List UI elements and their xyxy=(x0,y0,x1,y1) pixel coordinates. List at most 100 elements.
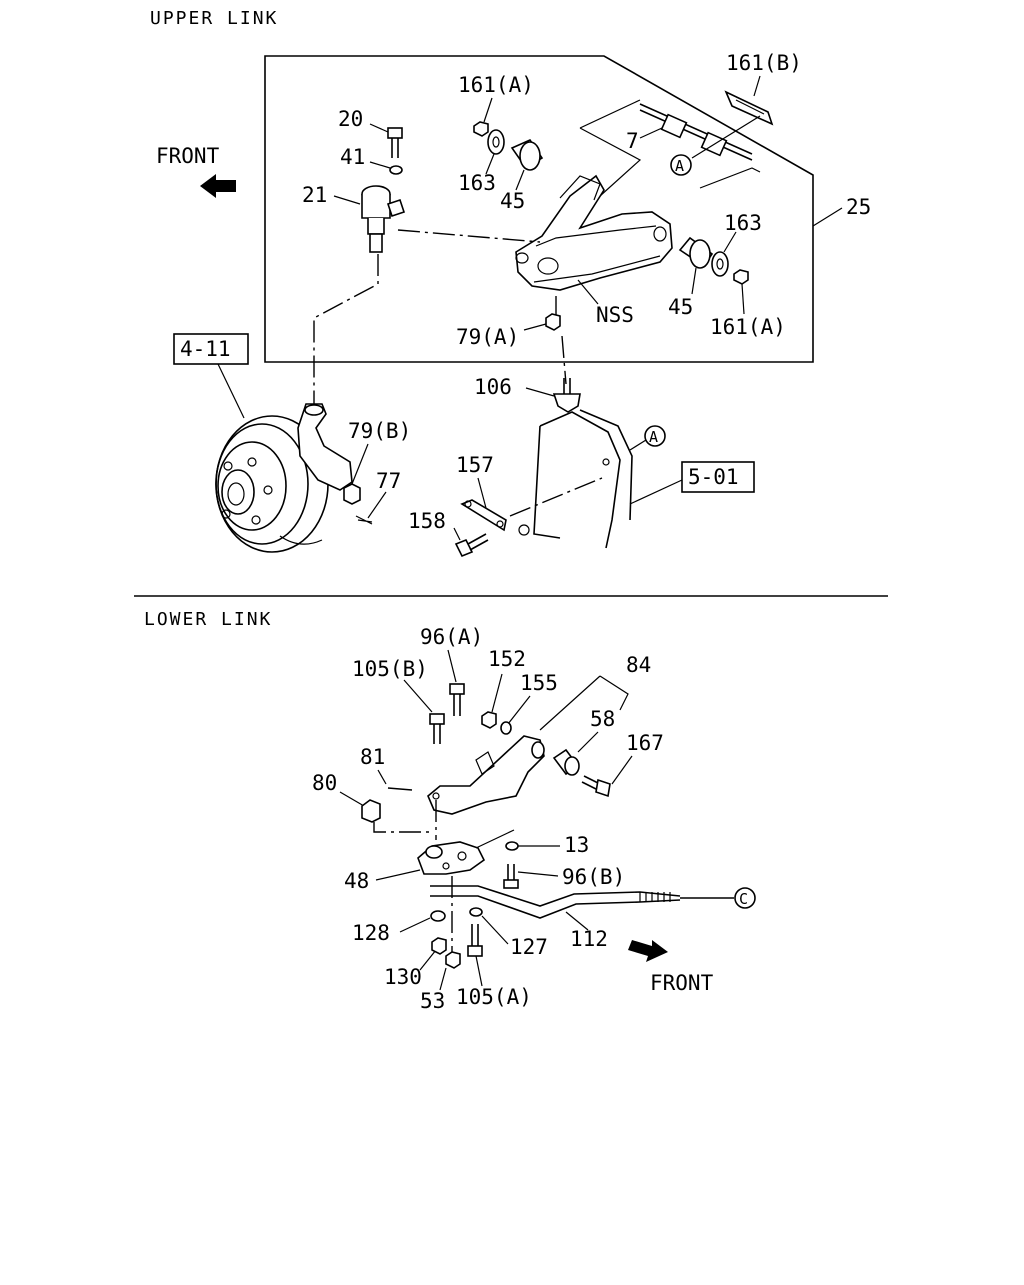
part-84-lower-bracket xyxy=(427,735,545,815)
leader-157 xyxy=(477,477,487,509)
callout-158: 158 xyxy=(408,509,446,533)
leader-161b xyxy=(753,75,761,97)
leader-48 xyxy=(375,869,421,881)
callout-106: 106 xyxy=(474,375,512,399)
callout-112: 112 xyxy=(570,927,608,951)
callout-7: 7 xyxy=(626,129,639,153)
leader-53 xyxy=(439,967,447,991)
link-21-to-knuckle xyxy=(313,254,379,404)
callout-105b: 105(B) xyxy=(352,657,428,681)
leader-152 xyxy=(491,673,503,713)
ref-5-01: 5-01 xyxy=(688,465,739,489)
part-79a-nut xyxy=(545,313,561,331)
part-41-washer xyxy=(389,165,403,175)
callout-152: 152 xyxy=(488,647,526,671)
leader-a-upper xyxy=(691,115,761,159)
circled-letter-icon: A xyxy=(670,154,692,176)
front-label-upper: FRONT xyxy=(156,144,220,168)
part-163-washer-right xyxy=(711,251,729,277)
callout-163-left: 163 xyxy=(458,171,496,195)
part-79b-castle-nut xyxy=(343,483,361,505)
callout-96b: 96(B) xyxy=(562,865,625,889)
leader-45-right xyxy=(691,267,697,295)
leader-nss xyxy=(577,279,599,305)
callout-161b: 161(B) xyxy=(726,51,802,75)
callout-20: 20 xyxy=(338,107,363,131)
link-21-to-arm xyxy=(397,229,541,243)
part-frame-bracket xyxy=(518,409,633,549)
callout-48: 48 xyxy=(344,869,369,893)
leader-7 xyxy=(639,127,663,139)
part-161b-clip xyxy=(724,90,774,126)
part-13-clip xyxy=(505,841,519,851)
front-arrow-icon xyxy=(200,174,236,198)
part-21-ball-joint xyxy=(361,185,406,253)
callout-79a: 79(A) xyxy=(456,325,519,349)
callout-45-right: 45 xyxy=(668,295,693,319)
part-158-bolt xyxy=(454,533,489,558)
circle-a-lower: A xyxy=(649,428,658,446)
part-106-bushing-bolt xyxy=(552,378,581,413)
callout-41: 41 xyxy=(340,145,365,169)
leader-155 xyxy=(507,695,531,725)
callout-127: 127 xyxy=(510,935,548,959)
circled-letter-icon: A xyxy=(644,425,666,447)
leader-105a xyxy=(475,955,483,987)
part-112-strut-bar xyxy=(430,885,734,919)
leader-112 xyxy=(565,911,589,931)
part-77-cotter-pin xyxy=(355,515,373,525)
callout-80: 80 xyxy=(312,771,337,795)
callout-21: 21 xyxy=(302,183,327,207)
part-96a-bolt xyxy=(449,683,465,716)
part-upper-control-arm xyxy=(515,174,673,291)
leader-80 xyxy=(339,791,365,807)
part-167-bolt xyxy=(581,775,611,798)
link-157-to-frame xyxy=(509,477,603,517)
link-79a-to-106 xyxy=(561,335,567,385)
callout-25: 25 xyxy=(846,195,871,219)
callout-53: 53 xyxy=(420,989,445,1013)
callout-81: 81 xyxy=(360,745,385,769)
leader-4-11 xyxy=(217,363,245,419)
part-20-bolt xyxy=(387,127,403,158)
leader-77 xyxy=(367,491,387,519)
leader-41 xyxy=(369,161,391,169)
front-arrow-icon xyxy=(628,940,668,962)
leader-79a xyxy=(523,323,547,331)
callout-84: 84 xyxy=(626,653,651,677)
leader-21 xyxy=(333,195,361,205)
leader-48-to-arm xyxy=(475,829,515,849)
callout-105a: 105(A) xyxy=(456,985,532,1009)
circle-a-upper: A xyxy=(675,157,684,175)
leader-58 xyxy=(577,731,599,753)
part-96b-bolt xyxy=(503,864,519,889)
part-48-lower-ball-joint xyxy=(417,841,486,875)
leader-161a-top xyxy=(483,97,493,123)
callout-161a-bottom: 161(A) xyxy=(710,315,786,339)
leader-25 xyxy=(812,207,843,227)
callout-nss: NSS xyxy=(596,303,634,327)
circle-c: C xyxy=(739,890,748,908)
callout-45-left: 45 xyxy=(500,189,525,213)
part-155-washer xyxy=(500,721,512,735)
callout-157: 157 xyxy=(456,453,494,477)
bracket-7 xyxy=(579,99,761,197)
leader-81 xyxy=(377,769,387,785)
callout-130: 130 xyxy=(384,965,422,989)
part-58-bushing xyxy=(552,748,580,776)
part-53-nut xyxy=(445,951,461,969)
part-127-washer xyxy=(469,907,483,917)
part-81-pin xyxy=(387,787,413,791)
leader-163-right xyxy=(723,231,737,253)
leader-130 xyxy=(419,949,437,971)
leader-5-01 xyxy=(629,479,683,505)
part-161a-nut-bottom xyxy=(733,269,749,285)
leader-158 xyxy=(453,527,461,541)
part-7-cross-shaft xyxy=(639,103,753,161)
part-105a-bolt xyxy=(467,924,483,957)
part-45-bushing-left xyxy=(510,138,544,171)
callout-167: 167 xyxy=(626,731,664,755)
ref-box-4-11 xyxy=(173,333,249,365)
